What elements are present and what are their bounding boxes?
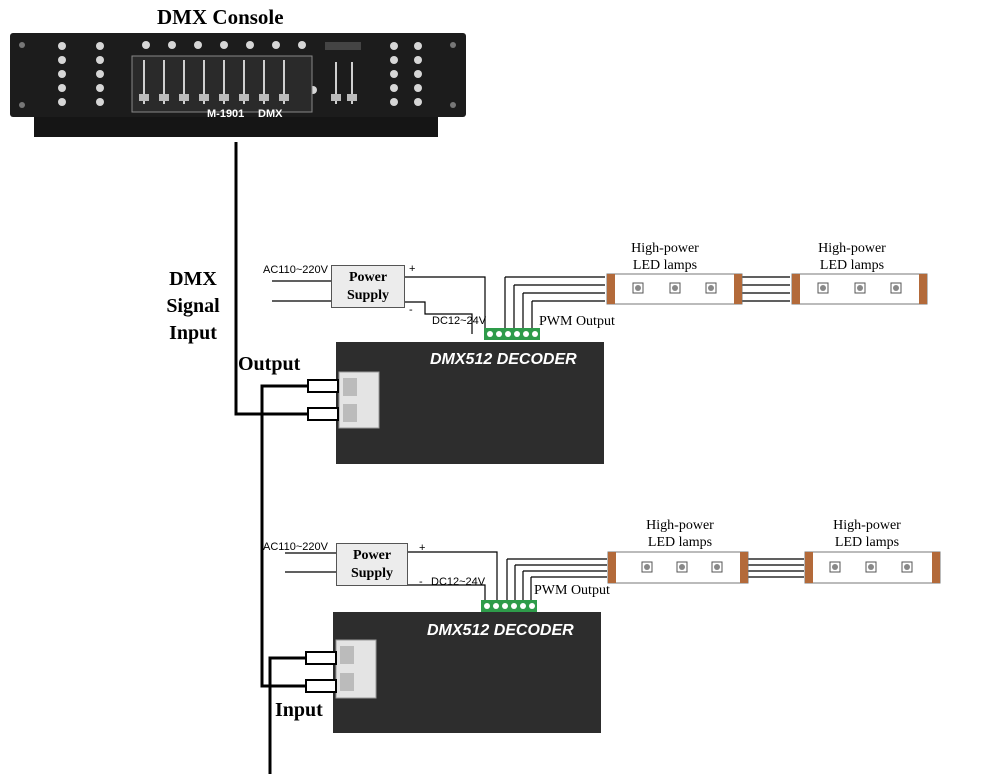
- unit-2-terminal-block: [481, 600, 537, 612]
- unit-1-ac-label: AC110~220V: [263, 264, 328, 276]
- unit-1-lamp-1-label: High-power LED lamps: [615, 240, 715, 274]
- unit-2-decoder-box: [305, 612, 601, 733]
- unit-1-ps-line-1: Power: [348, 269, 388, 285]
- unit-1-plus: +: [409, 263, 416, 275]
- unit-1-lamp-2-line-1: High-power: [818, 241, 886, 256]
- unit-1-lamp-1-line-1: High-power: [631, 241, 699, 256]
- unit-2-lamp-2-label: High-power LED lamps: [817, 517, 917, 551]
- unit-1-pwm-label: PWM Output: [539, 314, 615, 329]
- unit-2-power-supply: Power Supply: [336, 543, 408, 586]
- unit-1-lamp-2-line-2: LED lamps: [819, 258, 885, 273]
- output-label: Output: [238, 353, 301, 375]
- dmx-console: [10, 33, 466, 137]
- unit-1-power-supply: Power Supply: [331, 265, 405, 308]
- signal-input-label: DMX Signal Input: [160, 266, 226, 347]
- unit-1-lamp-1-line-2: LED lamps: [632, 258, 698, 273]
- unit-1-dc-label: DC12~24V: [432, 315, 487, 327]
- signal-input-line-1: DMX: [169, 268, 217, 290]
- unit-2-ps-line-1: Power: [352, 547, 392, 563]
- unit-2-minus: -: [419, 576, 423, 588]
- unit-2-led-strip-1: [607, 551, 749, 584]
- unit-2-dc-label: DC12~24V: [431, 576, 486, 588]
- console-mode: DMX: [258, 108, 283, 120]
- unit-1-decoder-title: DMX512 DECODER: [430, 351, 577, 368]
- unit-1-decoder-box: [307, 342, 604, 464]
- unit-2-decoder-title: DMX512 DECODER: [427, 622, 574, 639]
- unit-2-lamp-1-line-2: LED lamps: [647, 535, 713, 550]
- unit-1-wiring: [272, 276, 790, 334]
- unit-1-lamp-2-label: High-power LED lamps: [802, 240, 902, 274]
- unit-2-lamp-1-label: High-power LED lamps: [630, 517, 730, 551]
- signal-input-line-3: Input: [169, 322, 217, 344]
- unit-2-lamp-2-line-2: LED lamps: [834, 535, 900, 550]
- unit-2-ac-label: AC110~220V: [263, 541, 328, 553]
- unit-1-led-strip-2: [791, 273, 928, 305]
- unit-2-lamp-2-line-1: High-power: [833, 518, 901, 533]
- unit-1-ps-line-2: Supply: [346, 287, 390, 303]
- unit-2-led-strip-2: [804, 551, 941, 584]
- signal-input-line-2: Signal: [166, 295, 220, 317]
- unit-2-pwm-label: PWM Output: [534, 583, 610, 598]
- unit-1-minus: -: [409, 304, 413, 316]
- unit-2-ps-line-2: Supply: [350, 565, 394, 581]
- console-model: M-1901: [207, 108, 245, 120]
- unit-2-plus: +: [419, 542, 426, 554]
- unit-1-led-strip-1: [606, 273, 743, 305]
- diagram-title: DMX Console: [157, 5, 284, 29]
- input-label: Input: [275, 699, 323, 721]
- unit-1-terminal-block: [484, 328, 540, 340]
- unit-2-wiring: [285, 551, 804, 602]
- unit-2-lamp-1-line-1: High-power: [646, 518, 714, 533]
